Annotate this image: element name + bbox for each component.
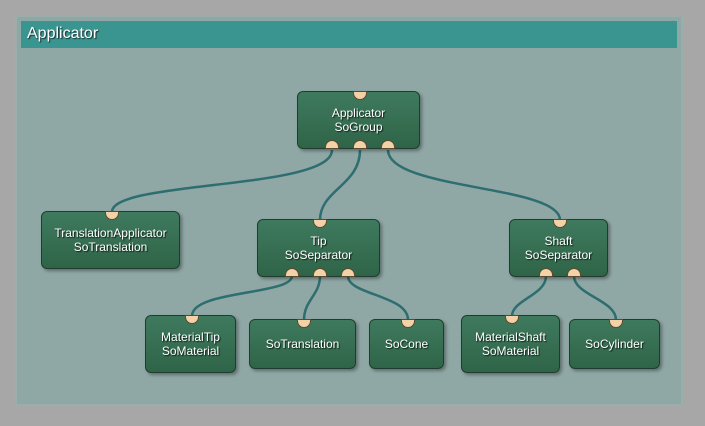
node-name: Applicator	[331, 106, 386, 120]
output-port[interactable]	[353, 140, 367, 149]
wire-tip-so-cone	[346, 275, 410, 321]
node-type: SoCone	[384, 337, 429, 351]
node-name: Shaft	[544, 234, 573, 248]
node-name: Tip	[310, 234, 327, 248]
output-port[interactable]	[567, 268, 581, 277]
node-tip[interactable]: Tip SoSeparator	[257, 219, 380, 277]
node-type: SoTranslation	[265, 337, 340, 351]
output-port[interactable]	[539, 268, 553, 277]
wire-applicator-shaft	[386, 149, 562, 221]
wire-shaft-material-shaft	[510, 275, 548, 317]
node-type: SoTranslation	[73, 240, 148, 254]
wire-applicator-tip	[318, 149, 362, 221]
input-port[interactable]	[185, 315, 199, 324]
input-port[interactable]	[313, 219, 327, 228]
wire-tip-material-tip	[190, 275, 294, 317]
title-bar: Applicator	[21, 21, 677, 48]
output-port[interactable]	[341, 268, 355, 277]
output-port[interactable]	[285, 268, 299, 277]
input-port[interactable]	[505, 315, 519, 324]
node-type: SoMaterial	[161, 344, 220, 358]
input-port[interactable]	[609, 319, 623, 328]
node-material-shaft[interactable]: MaterialShaft SoMaterial	[461, 315, 560, 373]
node-type: SoSeparator	[284, 248, 353, 262]
output-port[interactable]	[381, 140, 395, 149]
output-port[interactable]	[313, 268, 327, 277]
input-port[interactable]	[297, 319, 311, 328]
wire-applicator-translation-applicator	[110, 149, 334, 213]
output-port[interactable]	[325, 140, 339, 149]
node-type: SoMaterial	[481, 344, 540, 358]
node-applicator[interactable]: Applicator SoGroup	[297, 91, 420, 149]
wire-tip-so-translation	[302, 275, 322, 321]
node-name: TranslationApplicator	[54, 226, 167, 240]
window-title: Applicator	[27, 25, 99, 42]
node-type: SoSeparator	[524, 248, 593, 262]
input-port[interactable]	[553, 219, 567, 228]
input-port[interactable]	[105, 211, 119, 220]
node-type: SoGroup	[334, 120, 383, 134]
input-port[interactable]	[353, 91, 367, 100]
input-port[interactable]	[401, 319, 415, 328]
node-name: MaterialShaft	[475, 330, 546, 344]
node-type: SoCylinder	[585, 337, 644, 351]
wire-shaft-so-cylinder	[572, 275, 618, 321]
node-name: MaterialTip	[161, 330, 220, 344]
node-translation-applicator[interactable]: TranslationApplicator SoTranslation	[41, 211, 180, 269]
